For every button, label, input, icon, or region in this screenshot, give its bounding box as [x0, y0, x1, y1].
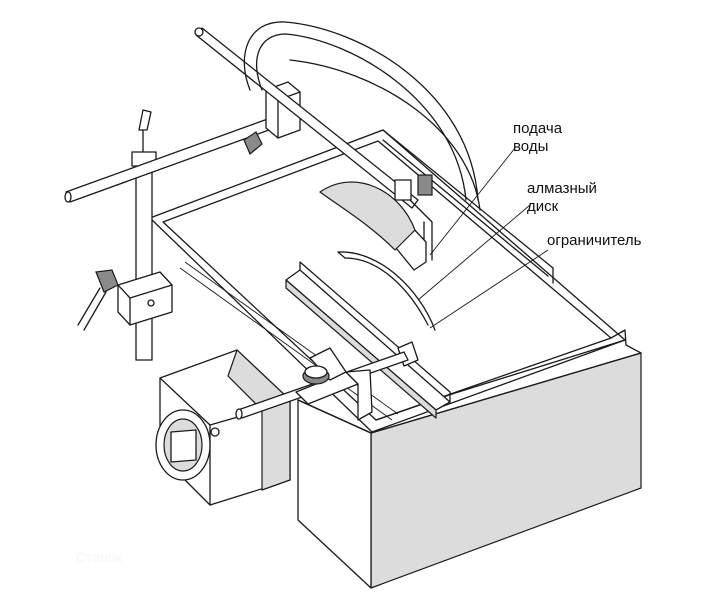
label-water-feed-line2: воды [513, 138, 549, 155]
label-diamond-disk: алмазный диск [527, 180, 597, 216]
watermark: Станок [76, 549, 122, 565]
diamond-disk [319, 181, 436, 331]
label-limiter: ограничитель [547, 232, 641, 250]
motor [155, 349, 291, 506]
label-limiter-text: ограничитель [547, 232, 642, 249]
left-post [77, 109, 173, 361]
leader-lines [417, 147, 549, 329]
label-diamond-disk-line2: диск [527, 198, 559, 215]
adjuster [235, 347, 409, 421]
machine-body [149, 129, 642, 589]
limiter [285, 261, 451, 419]
label-water-feed: подача воды [513, 120, 562, 156]
label-water-feed-line1: подача [513, 120, 563, 137]
label-diamond-disk-line1: алмазный [527, 180, 597, 197]
